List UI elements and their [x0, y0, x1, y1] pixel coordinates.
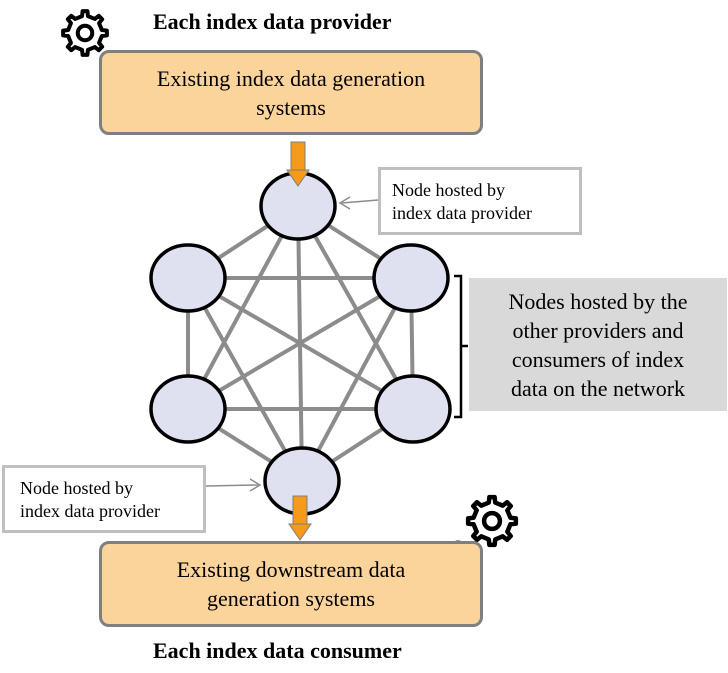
top-node-callout: Node hosted by index data provider — [378, 167, 582, 235]
bottom-callout-line2: index data provider — [20, 501, 160, 521]
node-upper-left — [149, 243, 227, 313]
network-label-line1: Nodes hosted by the — [508, 288, 688, 314]
consumer-system-box: Existing downstream data generation syst… — [99, 541, 483, 627]
bottom-node-callout: Node hosted by index data provider — [2, 465, 206, 533]
network-edge — [186, 277, 304, 482]
network-edges — [186, 204, 415, 483]
consumer-system-line1: Existing downstream data — [176, 557, 406, 582]
provider-system-line2: systems — [256, 94, 326, 120]
gear-icon — [61, 9, 109, 57]
node-lower-left — [149, 374, 227, 444]
top-callout-line2: index data provider — [392, 203, 532, 223]
node-lower-right — [374, 374, 452, 444]
network-edge — [300, 277, 413, 482]
provider-heading: Each index data provider — [153, 9, 392, 34]
consumer-heading: Each index data consumer — [153, 638, 402, 663]
network-label-box: Nodes hosted by the other providers and … — [469, 278, 727, 411]
network-edge — [186, 276, 413, 411]
node-upper-right — [372, 243, 450, 313]
network-nodes — [149, 171, 452, 516]
network-bracket — [454, 274, 468, 419]
network-edge — [186, 205, 300, 410]
bottom-callout-line1: Node hosted by — [20, 478, 133, 498]
network-edge — [296, 205, 415, 410]
top-callout-line1: Node hosted by — [392, 180, 505, 200]
consumer-system-line2: generation systems — [206, 586, 375, 611]
provider-system-box: Existing index data generation systems — [99, 50, 483, 135]
provider-system-line1: Existing index data generation — [156, 65, 426, 91]
network-label-line4: data on the network — [510, 375, 686, 401]
gear-icon — [465, 494, 519, 548]
network-label-line2: other providers and — [512, 317, 684, 343]
top-callout-pointer — [338, 196, 379, 210]
arrow-into-top-node — [286, 141, 310, 187]
arrow-out-bottom-node — [288, 495, 312, 541]
network-label-line3: consumers of index — [511, 346, 685, 372]
bottom-callout-pointer — [205, 478, 262, 492]
